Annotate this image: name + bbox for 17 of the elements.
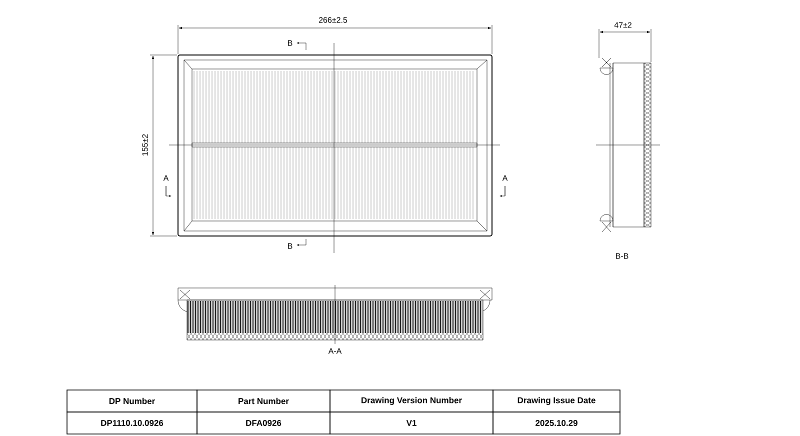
table-header-cell: Part Number — [196, 390, 330, 412]
table-header-cell: Drawing Issue Date — [492, 390, 620, 412]
view-label: A-A — [328, 348, 342, 354]
table-cell: V1 — [330, 412, 494, 434]
section-label: B — [288, 243, 292, 249]
section-label: A — [502, 175, 508, 181]
table-cell: DFA0926 — [196, 412, 330, 434]
dimension-label: 266±2.5 — [318, 17, 348, 23]
table-cell: DP1110.10.0926 — [66, 412, 198, 434]
table-header-cell: DP Number — [66, 390, 198, 412]
section-label: B — [288, 40, 292, 46]
view-label: B-B — [616, 253, 628, 259]
dimension-label: 155±2 — [142, 134, 148, 156]
table-cell: 2025.10.29 — [492, 412, 620, 434]
dimension-label: 47±2 — [614, 22, 632, 28]
section-label: A — [163, 175, 169, 181]
table-header-cell: Drawing Version Number — [330, 390, 494, 412]
